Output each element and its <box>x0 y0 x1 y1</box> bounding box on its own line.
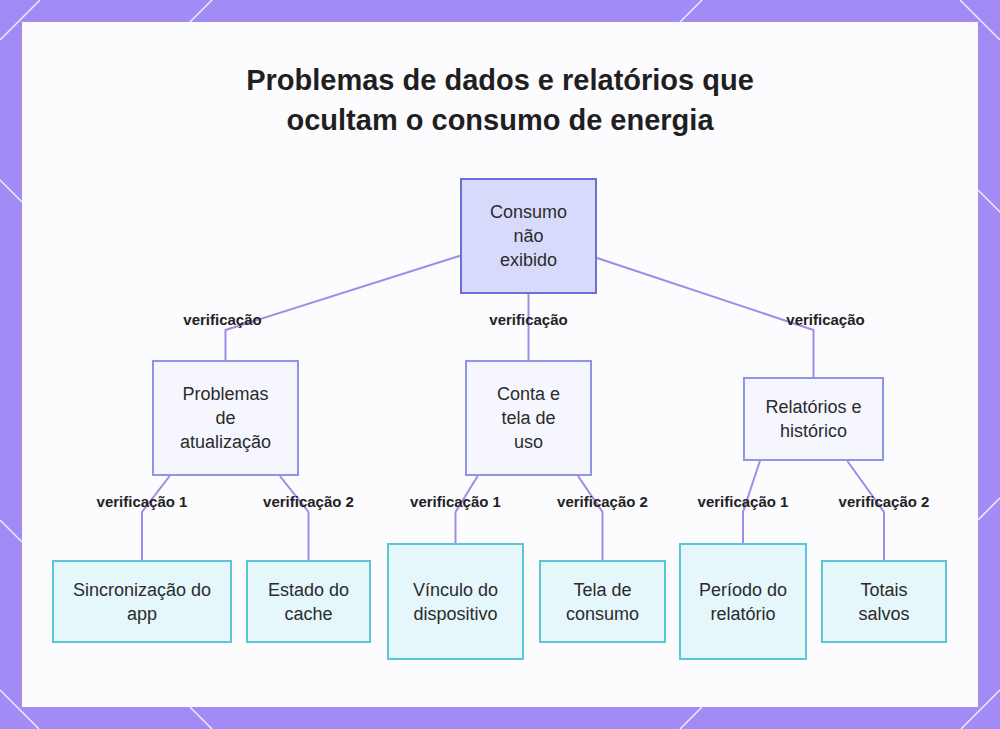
process-box: Problemas de atualização <box>152 360 299 476</box>
connector-line <box>280 476 309 560</box>
box-label: Relatórios e histórico <box>765 395 862 443</box>
box-label: Estado do cache <box>260 578 357 626</box>
box-label: Vínculo do dispositivo <box>401 578 510 626</box>
connector-line <box>578 476 602 560</box>
box-label: Totais salvos <box>835 578 933 626</box>
box-label: Sincronização do app <box>66 578 218 626</box>
process-box: Período do relatório <box>679 543 807 660</box>
box-label: Consumo não exibido <box>484 200 573 272</box>
edge-label: verificação 1 <box>97 493 188 510</box>
process-box: Sincronização do app <box>52 560 232 643</box>
edge-label: verificação <box>786 311 864 328</box>
connector-line <box>456 476 478 543</box>
process-box: Estado do cache <box>246 560 371 643</box>
diagram-title: Problemas de dados e relatórios que ocul… <box>200 60 800 140</box>
edge-label: verificação 2 <box>557 493 648 510</box>
box-label: Problemas de atualização <box>174 382 277 454</box>
edge-label: verificação <box>183 311 261 328</box>
process-box: Totais salvos <box>821 560 947 643</box>
connector-line <box>226 256 461 360</box>
box-label: Período do relatório <box>693 578 793 626</box>
connector-line <box>847 461 884 560</box>
process-box: Conta e tela de uso <box>465 360 592 476</box>
connector-line <box>142 476 170 560</box>
connector-line <box>597 258 814 377</box>
process-box: Relatórios e histórico <box>743 377 884 461</box>
process-box: Vínculo do dispositivo <box>387 543 524 660</box>
edge-label: verificação <box>489 311 567 328</box>
edge-label: verificação 1 <box>410 493 501 510</box>
process-box: Tela de consumo <box>539 560 666 643</box>
edge-label: verificação 1 <box>698 493 789 510</box>
white-panel <box>22 22 978 707</box>
box-label: Tela de consumo <box>553 578 652 626</box>
box-label: Conta e tela de uso <box>487 382 570 454</box>
process-box: Consumo não exibido <box>460 178 597 294</box>
edge-label: verificação 2 <box>263 493 354 510</box>
edge-label: verificação 2 <box>839 493 930 510</box>
